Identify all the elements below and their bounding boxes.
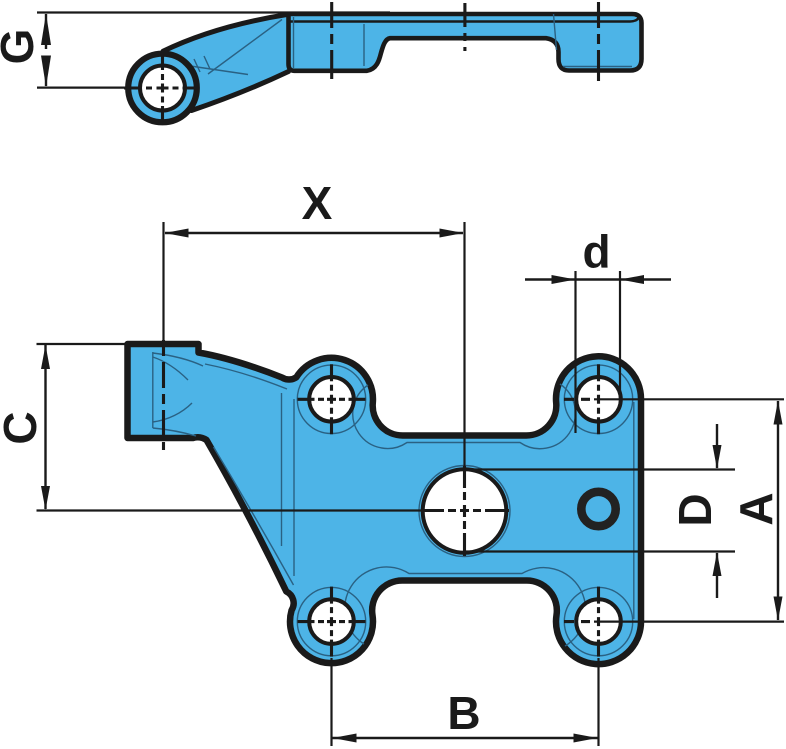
svg-text:C: C (0, 411, 46, 444)
svg-text:A: A (730, 492, 782, 525)
svg-text:D: D (669, 493, 721, 526)
svg-text:d: d (582, 226, 610, 278)
svg-text:X: X (302, 177, 333, 229)
svg-text:G: G (0, 29, 43, 65)
svg-text:B: B (447, 687, 480, 739)
